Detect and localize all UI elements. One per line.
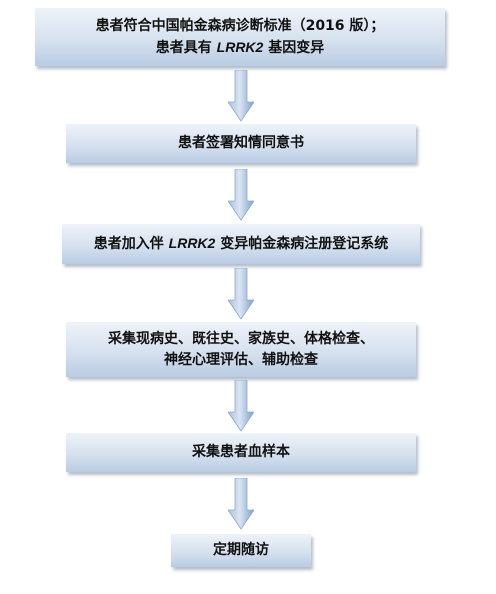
down-arrow-icon	[228, 169, 254, 221]
step-4-line-1: 采集现病史、既往史、家族史、体格检查、	[108, 330, 374, 347]
step-4-line-2: 神经心理评估、辅助检查	[164, 351, 318, 368]
gene-name: LRRK2	[216, 38, 264, 55]
down-arrow-icon	[228, 478, 254, 530]
step-5-line-1: 采集患者血样本	[192, 444, 290, 460]
down-arrow-icon	[228, 380, 254, 432]
step-1-line-2: 患者具有 LRRK2 基因变异	[155, 38, 325, 56]
step-2-line-1: 患者签署知情同意书	[178, 135, 304, 151]
flow-step-2: 患者签署知情同意书	[66, 124, 416, 163]
step-3-line-1: 患者加入伴 LRRK2 变异帕金森病注册登记系统	[93, 235, 389, 252]
down-arrow-icon	[228, 70, 254, 122]
gene-name: LRRK2	[168, 235, 216, 251]
flow-step-1: 患者符合中国帕金森病诊断标准（2016 版）； 患者具有 LRRK2 基因变异	[35, 8, 445, 66]
flow-step-6: 定期随访	[171, 534, 311, 567]
step-6-line-1: 定期随访	[213, 542, 269, 558]
flow-step-3: 患者加入伴 LRRK2 变异帕金森病注册登记系统	[62, 224, 420, 264]
down-arrow-icon	[228, 268, 254, 320]
step-1-line-1: 患者符合中国帕金森病诊断标准（2016 版）；	[95, 17, 385, 34]
flow-step-4: 采集现病史、既往史、家族史、体格检查、 神经心理评估、辅助检查	[66, 322, 416, 377]
flow-step-5: 采集患者血样本	[66, 433, 416, 472]
